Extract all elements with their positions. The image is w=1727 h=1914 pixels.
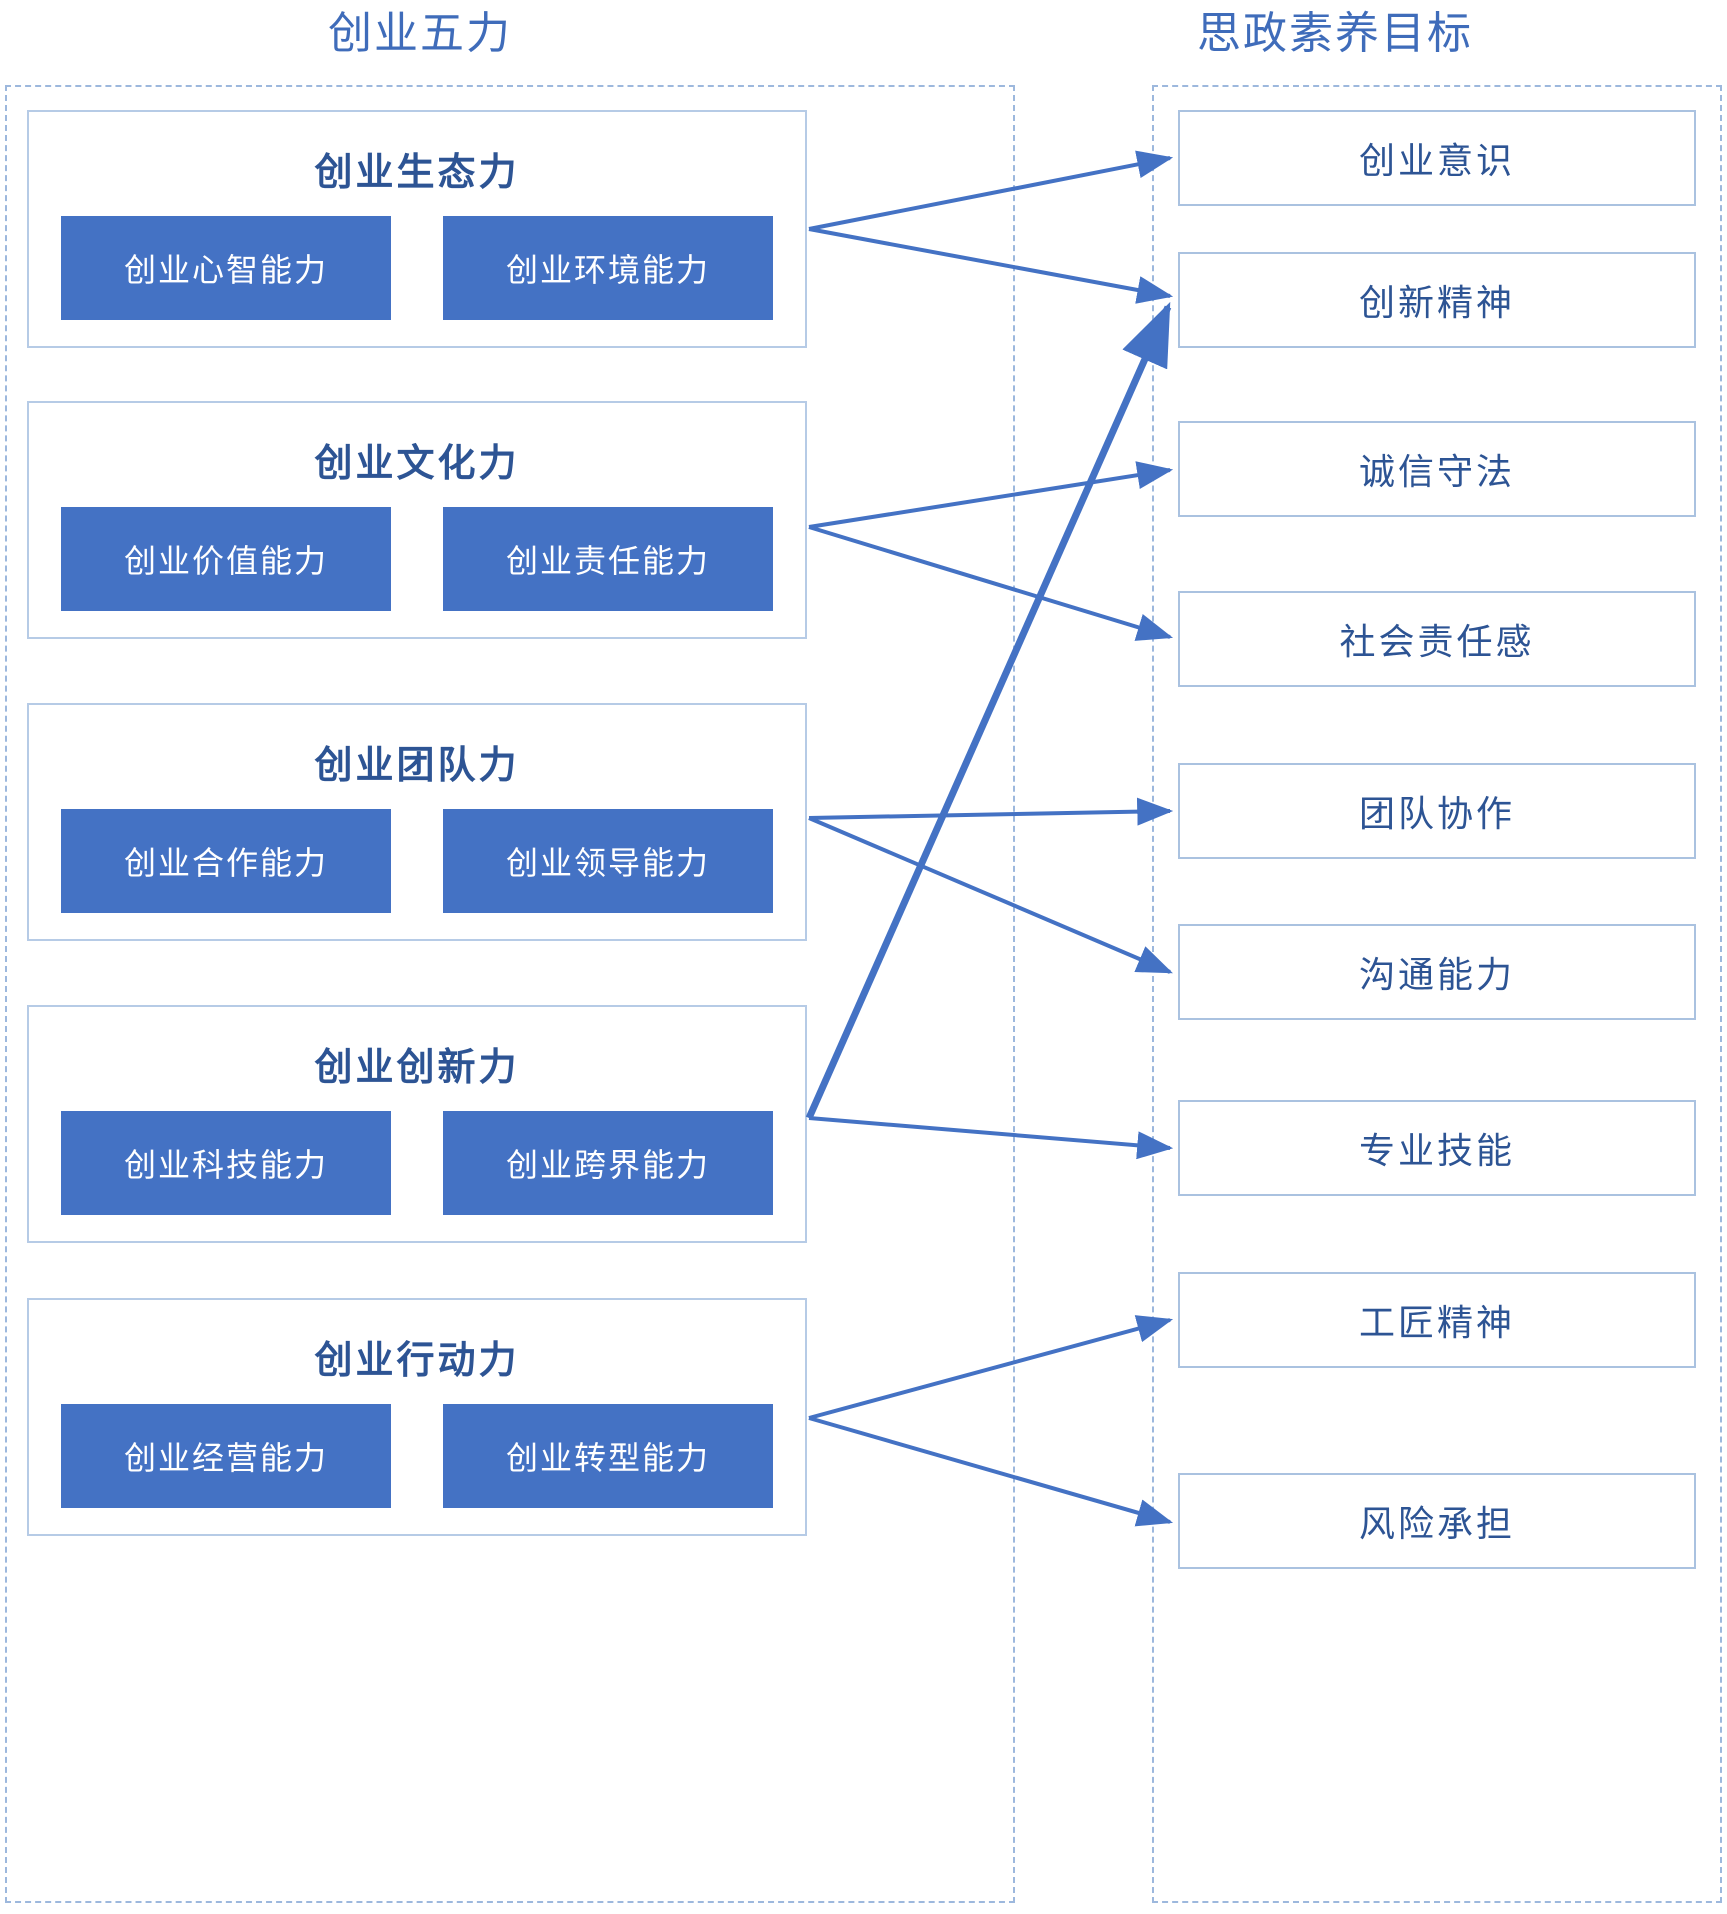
capability-group-title: 创业创新力 bbox=[314, 1047, 520, 1089]
capability-sub-row: 创业心智能力 创业环境能力 bbox=[29, 216, 805, 320]
capability-group-card[interactable]: 创业行动力 创业经营能力 创业转型能力 bbox=[27, 1298, 807, 1536]
capability-sub-box[interactable]: 创业转型能力 bbox=[443, 1404, 773, 1508]
capability-sub-row: 创业科技能力 创业跨界能力 bbox=[29, 1111, 805, 1215]
capability-group-card[interactable]: 创业创新力 创业科技能力 创业跨界能力 bbox=[27, 1005, 807, 1243]
capability-group-title: 创业生态力 bbox=[314, 152, 520, 194]
goal-box[interactable]: 工匠精神 bbox=[1178, 1272, 1696, 1368]
capability-sub-box[interactable]: 创业环境能力 bbox=[443, 216, 773, 320]
goal-box[interactable]: 创业意识 bbox=[1178, 110, 1696, 206]
goal-box[interactable]: 沟通能力 bbox=[1178, 924, 1696, 1020]
capability-sub-box[interactable]: 创业经营能力 bbox=[61, 1404, 391, 1508]
capability-group-title: 创业行动力 bbox=[314, 1340, 520, 1382]
goal-box[interactable]: 创新精神 bbox=[1178, 252, 1696, 348]
goal-box[interactable]: 诚信守法 bbox=[1178, 421, 1696, 517]
capability-sub-row: 创业价值能力 创业责任能力 bbox=[29, 507, 805, 611]
left-column-title: 创业五力 bbox=[328, 9, 512, 58]
capability-sub-box[interactable]: 创业科技能力 bbox=[61, 1111, 391, 1215]
capability-sub-row: 创业经营能力 创业转型能力 bbox=[29, 1404, 805, 1508]
right-column-title: 思政素养目标 bbox=[1197, 9, 1473, 58]
capability-group-title: 创业文化力 bbox=[314, 443, 520, 485]
goal-box[interactable]: 专业技能 bbox=[1178, 1100, 1696, 1196]
goal-box[interactable]: 社会责任感 bbox=[1178, 591, 1696, 687]
capability-sub-box[interactable]: 创业心智能力 bbox=[61, 216, 391, 320]
capability-group-title: 创业团队力 bbox=[314, 745, 520, 787]
capability-group-card[interactable]: 创业文化力 创业价值能力 创业责任能力 bbox=[27, 401, 807, 639]
capability-sub-box[interactable]: 创业价值能力 bbox=[61, 507, 391, 611]
capability-sub-row: 创业合作能力 创业领导能力 bbox=[29, 809, 805, 913]
capability-group-card[interactable]: 创业生态力 创业心智能力 创业环境能力 bbox=[27, 110, 807, 348]
capability-sub-box[interactable]: 创业领导能力 bbox=[443, 809, 773, 913]
left-column-container bbox=[5, 85, 1015, 1903]
capability-group-card[interactable]: 创业团队力 创业合作能力 创业领导能力 bbox=[27, 703, 807, 941]
capability-sub-box[interactable]: 创业跨界能力 bbox=[443, 1111, 773, 1215]
goal-box[interactable]: 风险承担 bbox=[1178, 1473, 1696, 1569]
capability-sub-box[interactable]: 创业责任能力 bbox=[443, 507, 773, 611]
capability-sub-box[interactable]: 创业合作能力 bbox=[61, 809, 391, 913]
goal-box[interactable]: 团队协作 bbox=[1178, 763, 1696, 859]
